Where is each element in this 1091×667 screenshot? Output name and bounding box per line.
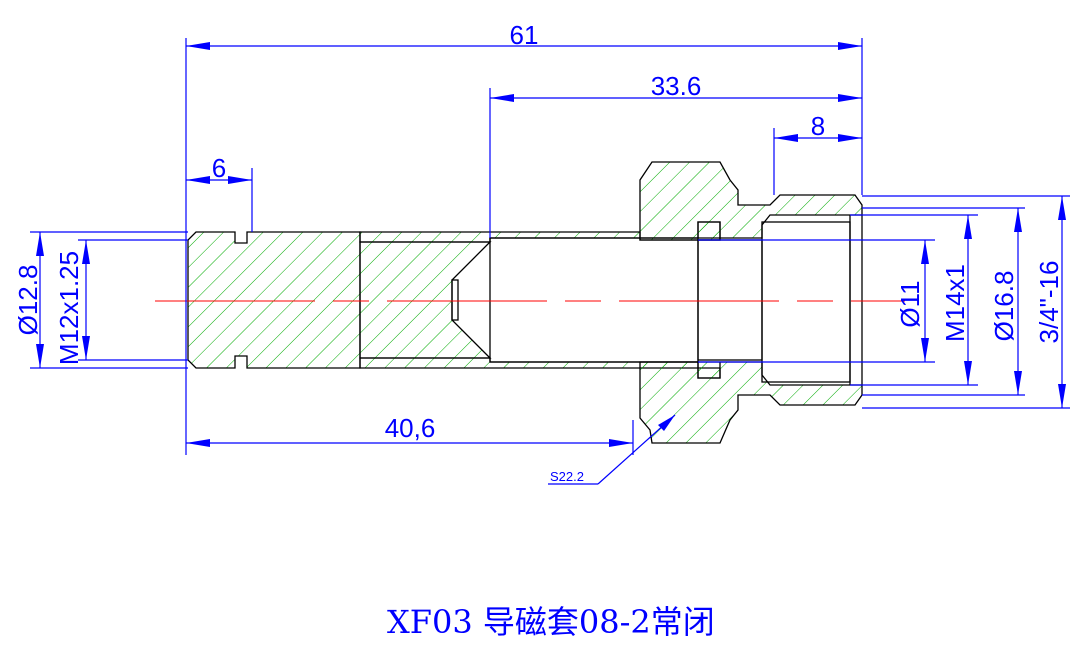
dim-hex-s22: S22.2	[548, 414, 676, 485]
dim-thread-m12-label: M12x1.25	[54, 251, 84, 365]
dim-dia-12-8: Ø12.8	[13, 232, 44, 368]
dim-thread-m14-label: M14x1	[940, 264, 970, 342]
threaded-end-bore	[761, 221, 851, 383]
dim-6-label: 6	[212, 153, 226, 183]
bore-outline	[489, 237, 699, 363]
dim-40-6: 40,6	[186, 413, 633, 447]
left-solid-section	[187, 231, 361, 369]
dim-61-label: 61	[510, 20, 539, 50]
dim-33-6-label: 33.6	[651, 71, 702, 101]
dim-8: 8	[774, 111, 862, 142]
dim-thread-3-4: 3/4"-16	[1034, 196, 1066, 408]
dim-dia-16-8-label: Ø16.8	[989, 271, 1019, 342]
drawing-title: XF03 导磁套08-2常闭	[387, 603, 715, 641]
dim-dia-12-8-label: Ø12.8	[13, 265, 43, 336]
lower-hex-flange	[639, 361, 863, 444]
dim-33-6: 33.6	[490, 71, 862, 102]
dim-dia-11-label: Ø11	[895, 280, 925, 327]
dimensions: 61 33.6 8 6 40,6	[13, 20, 1070, 485]
dim-6: 6	[186, 153, 252, 184]
dim-hex-s22-label: S22.2	[550, 469, 584, 484]
dim-8-label: 8	[811, 111, 825, 141]
dim-thread-m12: M12x1.25	[54, 240, 90, 365]
cone-slot	[451, 279, 459, 321]
counterbore-outline	[697, 239, 763, 361]
dim-thread-m14: M14x1	[940, 215, 972, 385]
dim-40-6-label: 40,6	[385, 413, 436, 443]
part-body	[187, 161, 863, 444]
dim-dia-16-8: Ø16.8	[989, 208, 1022, 395]
dim-dia-11: Ø11	[895, 240, 929, 362]
cone-tip	[359, 241, 492, 359]
dim-61: 61	[186, 20, 862, 50]
upper-hex-flange	[639, 161, 863, 241]
dim-thread-3-4-label: 3/4"-16	[1034, 261, 1064, 344]
